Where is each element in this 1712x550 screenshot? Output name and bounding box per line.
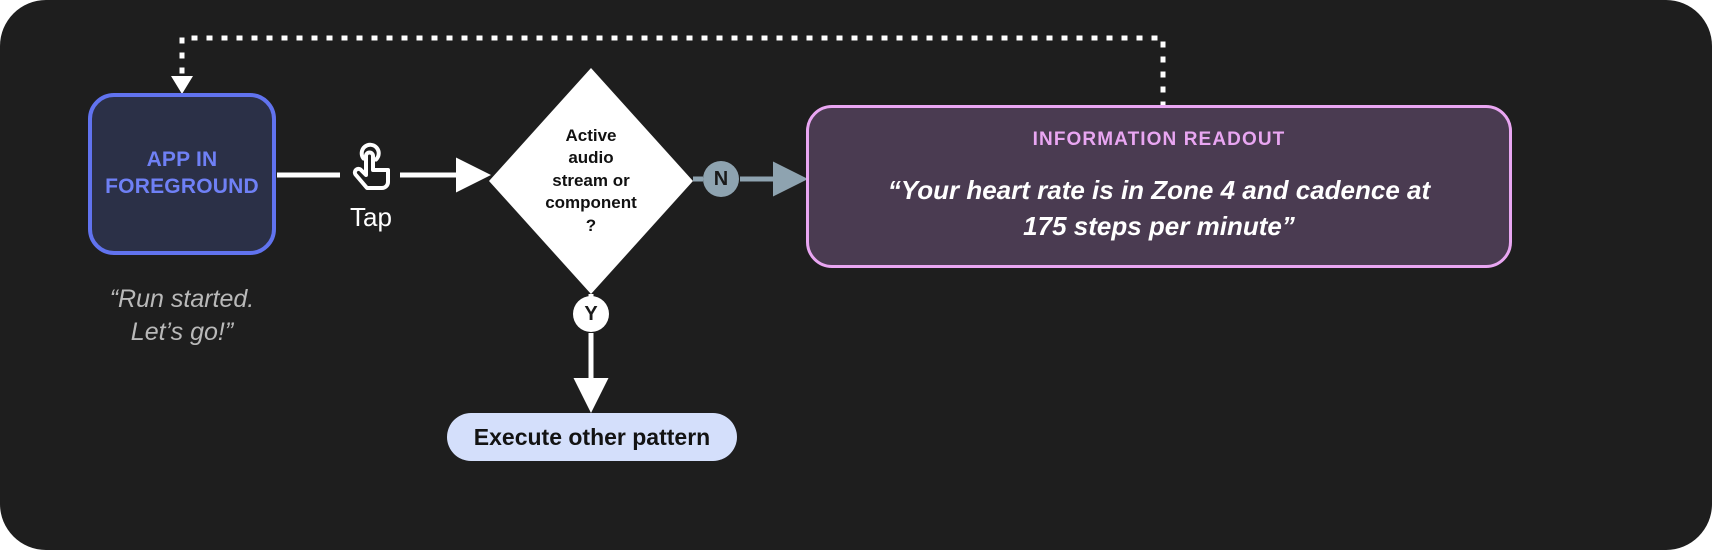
branch-badge-no-label: N bbox=[713, 167, 729, 190]
gesture-tap-label: Tap bbox=[350, 202, 392, 232]
readout-body: “Your heart rate is in Zone 4 and cadenc… bbox=[888, 173, 1430, 243]
decision-label-line5: ? bbox=[585, 215, 597, 235]
branch-badge-yes-label: Y bbox=[584, 302, 598, 325]
tap-gesture-icon bbox=[352, 142, 390, 190]
readout-body-line2: 175 steps per minute” bbox=[1023, 210, 1295, 241]
readout-body-line1: “Your heart rate is in Zone 4 and cadenc… bbox=[887, 175, 1431, 206]
feedback-arrowhead-icon bbox=[171, 76, 193, 94]
node-app-in-foreground[interactable]: APP IN FOREGROUND bbox=[88, 93, 276, 255]
decision-label-line3: stream or bbox=[552, 170, 630, 190]
execute-pill-label: Execute other pattern bbox=[473, 423, 711, 450]
node-information-readout[interactable]: INFORMATION READOUT “Your heart rate is … bbox=[806, 105, 1512, 268]
branch-badge-yes: Y bbox=[573, 296, 609, 332]
branch-badge-no: N bbox=[703, 161, 739, 197]
app-caption-line2: Let’s go!” bbox=[130, 318, 234, 347]
app-node-label-line2: FOREGROUND bbox=[105, 175, 259, 198]
decision-label-line2: audio bbox=[568, 148, 614, 168]
node-decision-active-audio[interactable]: Active audio stream or component ? bbox=[489, 68, 693, 294]
readout-title: INFORMATION READOUT bbox=[1032, 129, 1286, 151]
app-node-caption: “Run started. Let’s go!” bbox=[60, 283, 304, 350]
decision-label: Active audio stream or component ? bbox=[489, 125, 693, 237]
gesture-tap-group: Tap bbox=[330, 142, 412, 230]
app-caption-line1: “Run started. bbox=[109, 285, 255, 313]
node-execute-other-pattern[interactable]: Execute other pattern bbox=[447, 413, 737, 461]
app-node-label: APP IN FOREGROUND bbox=[105, 147, 259, 201]
decision-label-line1: Active bbox=[565, 125, 617, 145]
decision-label-line4: component bbox=[545, 193, 637, 213]
app-node-label-line1: APP IN bbox=[146, 148, 218, 172]
